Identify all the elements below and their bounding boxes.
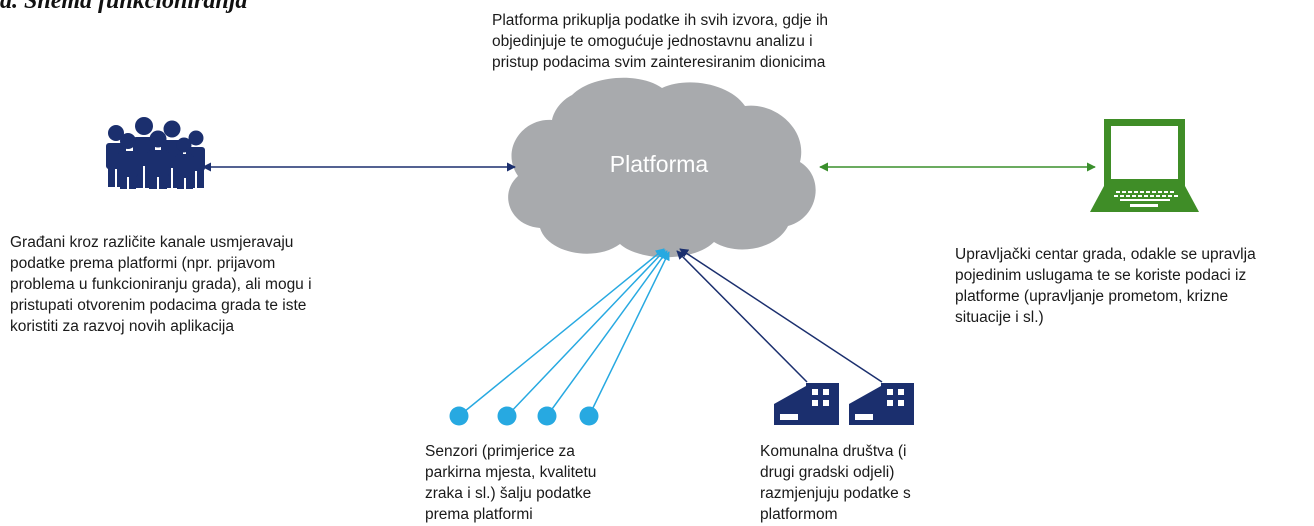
control-center-description: Upravljački centar grada, odakle se upra…: [955, 246, 1256, 326]
utility-connectors: [676, 248, 883, 383]
platform-label: Platforma: [610, 151, 709, 177]
factory-icon: [774, 383, 914, 425]
section-title-fragment: a. Shema funkcioniranja: [0, 0, 248, 14]
laptop-icon: [1090, 119, 1199, 212]
sensor-dot-icon: [449, 406, 599, 426]
people-group-icon: [106, 117, 205, 189]
utilities-description: Komunalna društva (i drugi gradski odjel…: [760, 443, 911, 523]
sensors-description: Senzori (primjerice za parkirna mjesta, …: [425, 443, 597, 523]
platform-cloud: [508, 77, 816, 258]
platform-description: Platforma prikuplja podatke ih svih izvo…: [492, 12, 829, 71]
sensor-connectors: [458, 248, 670, 417]
citizens-description: Građani kroz različite kanale usmjeravaj…: [10, 234, 312, 335]
